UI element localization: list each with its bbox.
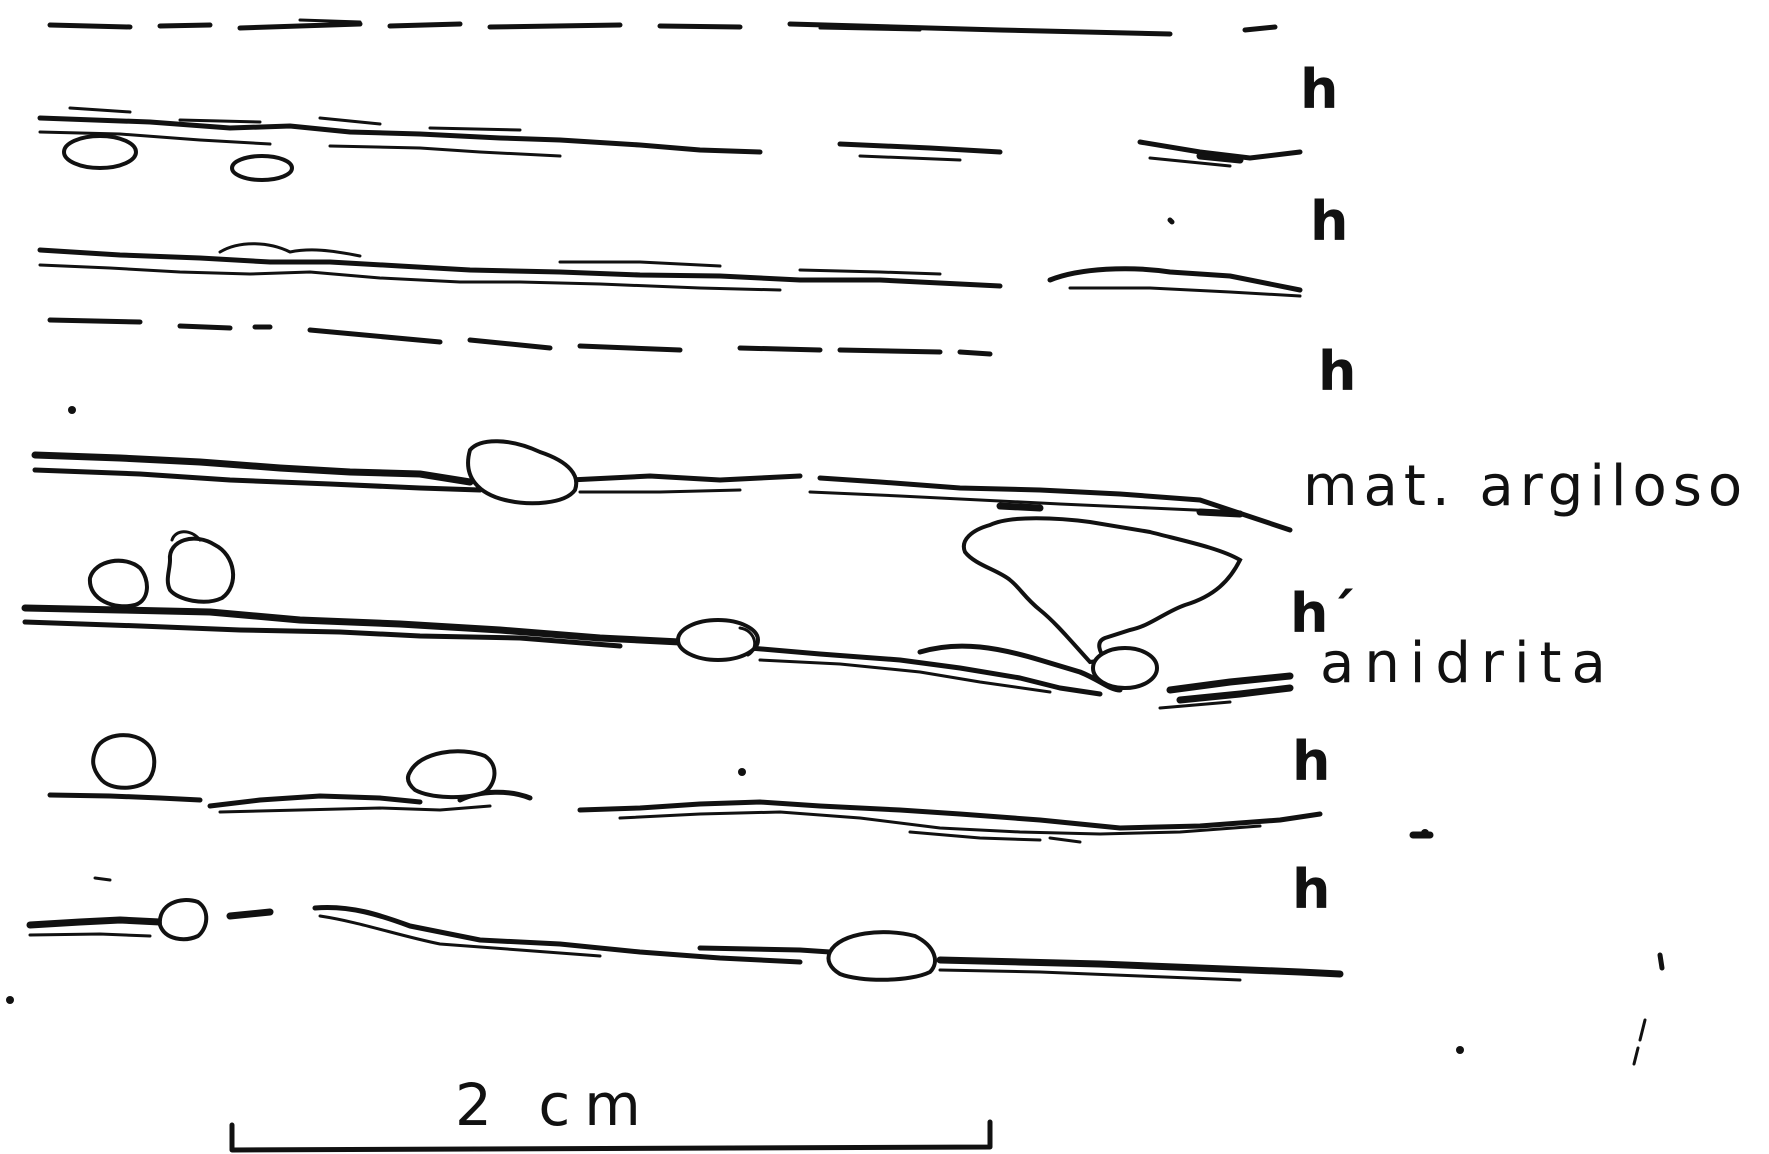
layer-label-h-5: h bbox=[1292, 858, 1330, 921]
nodule bbox=[408, 751, 495, 797]
layer-label-h-4: h bbox=[1292, 730, 1330, 793]
nodule bbox=[90, 561, 147, 607]
nodule bbox=[93, 735, 154, 788]
bedding-line-2 bbox=[40, 108, 1300, 180]
bedding-line-8 bbox=[30, 878, 1340, 980]
layer-label-anidrita: anidrita bbox=[1320, 631, 1616, 696]
bedding-line-1 bbox=[50, 20, 1275, 34]
scale-bar: 2 cm bbox=[232, 1071, 990, 1150]
nodule bbox=[64, 136, 136, 168]
layer-label-h-3: h bbox=[1318, 340, 1356, 403]
nodule bbox=[168, 539, 233, 602]
nodule bbox=[678, 620, 758, 660]
layer-label-h-2: h bbox=[1310, 190, 1348, 253]
scale-bar-label: 2 cm bbox=[455, 1071, 655, 1139]
bedding-line-7 bbox=[50, 735, 1429, 842]
bedding-line-3 bbox=[40, 244, 1300, 296]
bedding-line-5 bbox=[35, 441, 1290, 530]
layer-label-h-1: h bbox=[1300, 58, 1338, 121]
bedding-line-4 bbox=[50, 320, 990, 414]
nodule bbox=[468, 441, 576, 503]
nodule bbox=[160, 900, 206, 939]
nodule bbox=[232, 156, 292, 180]
anidrita-mass bbox=[964, 518, 1240, 688]
nodule bbox=[828, 932, 935, 980]
layer-label-mat-argiloso: mat. argiloso bbox=[1303, 454, 1748, 519]
